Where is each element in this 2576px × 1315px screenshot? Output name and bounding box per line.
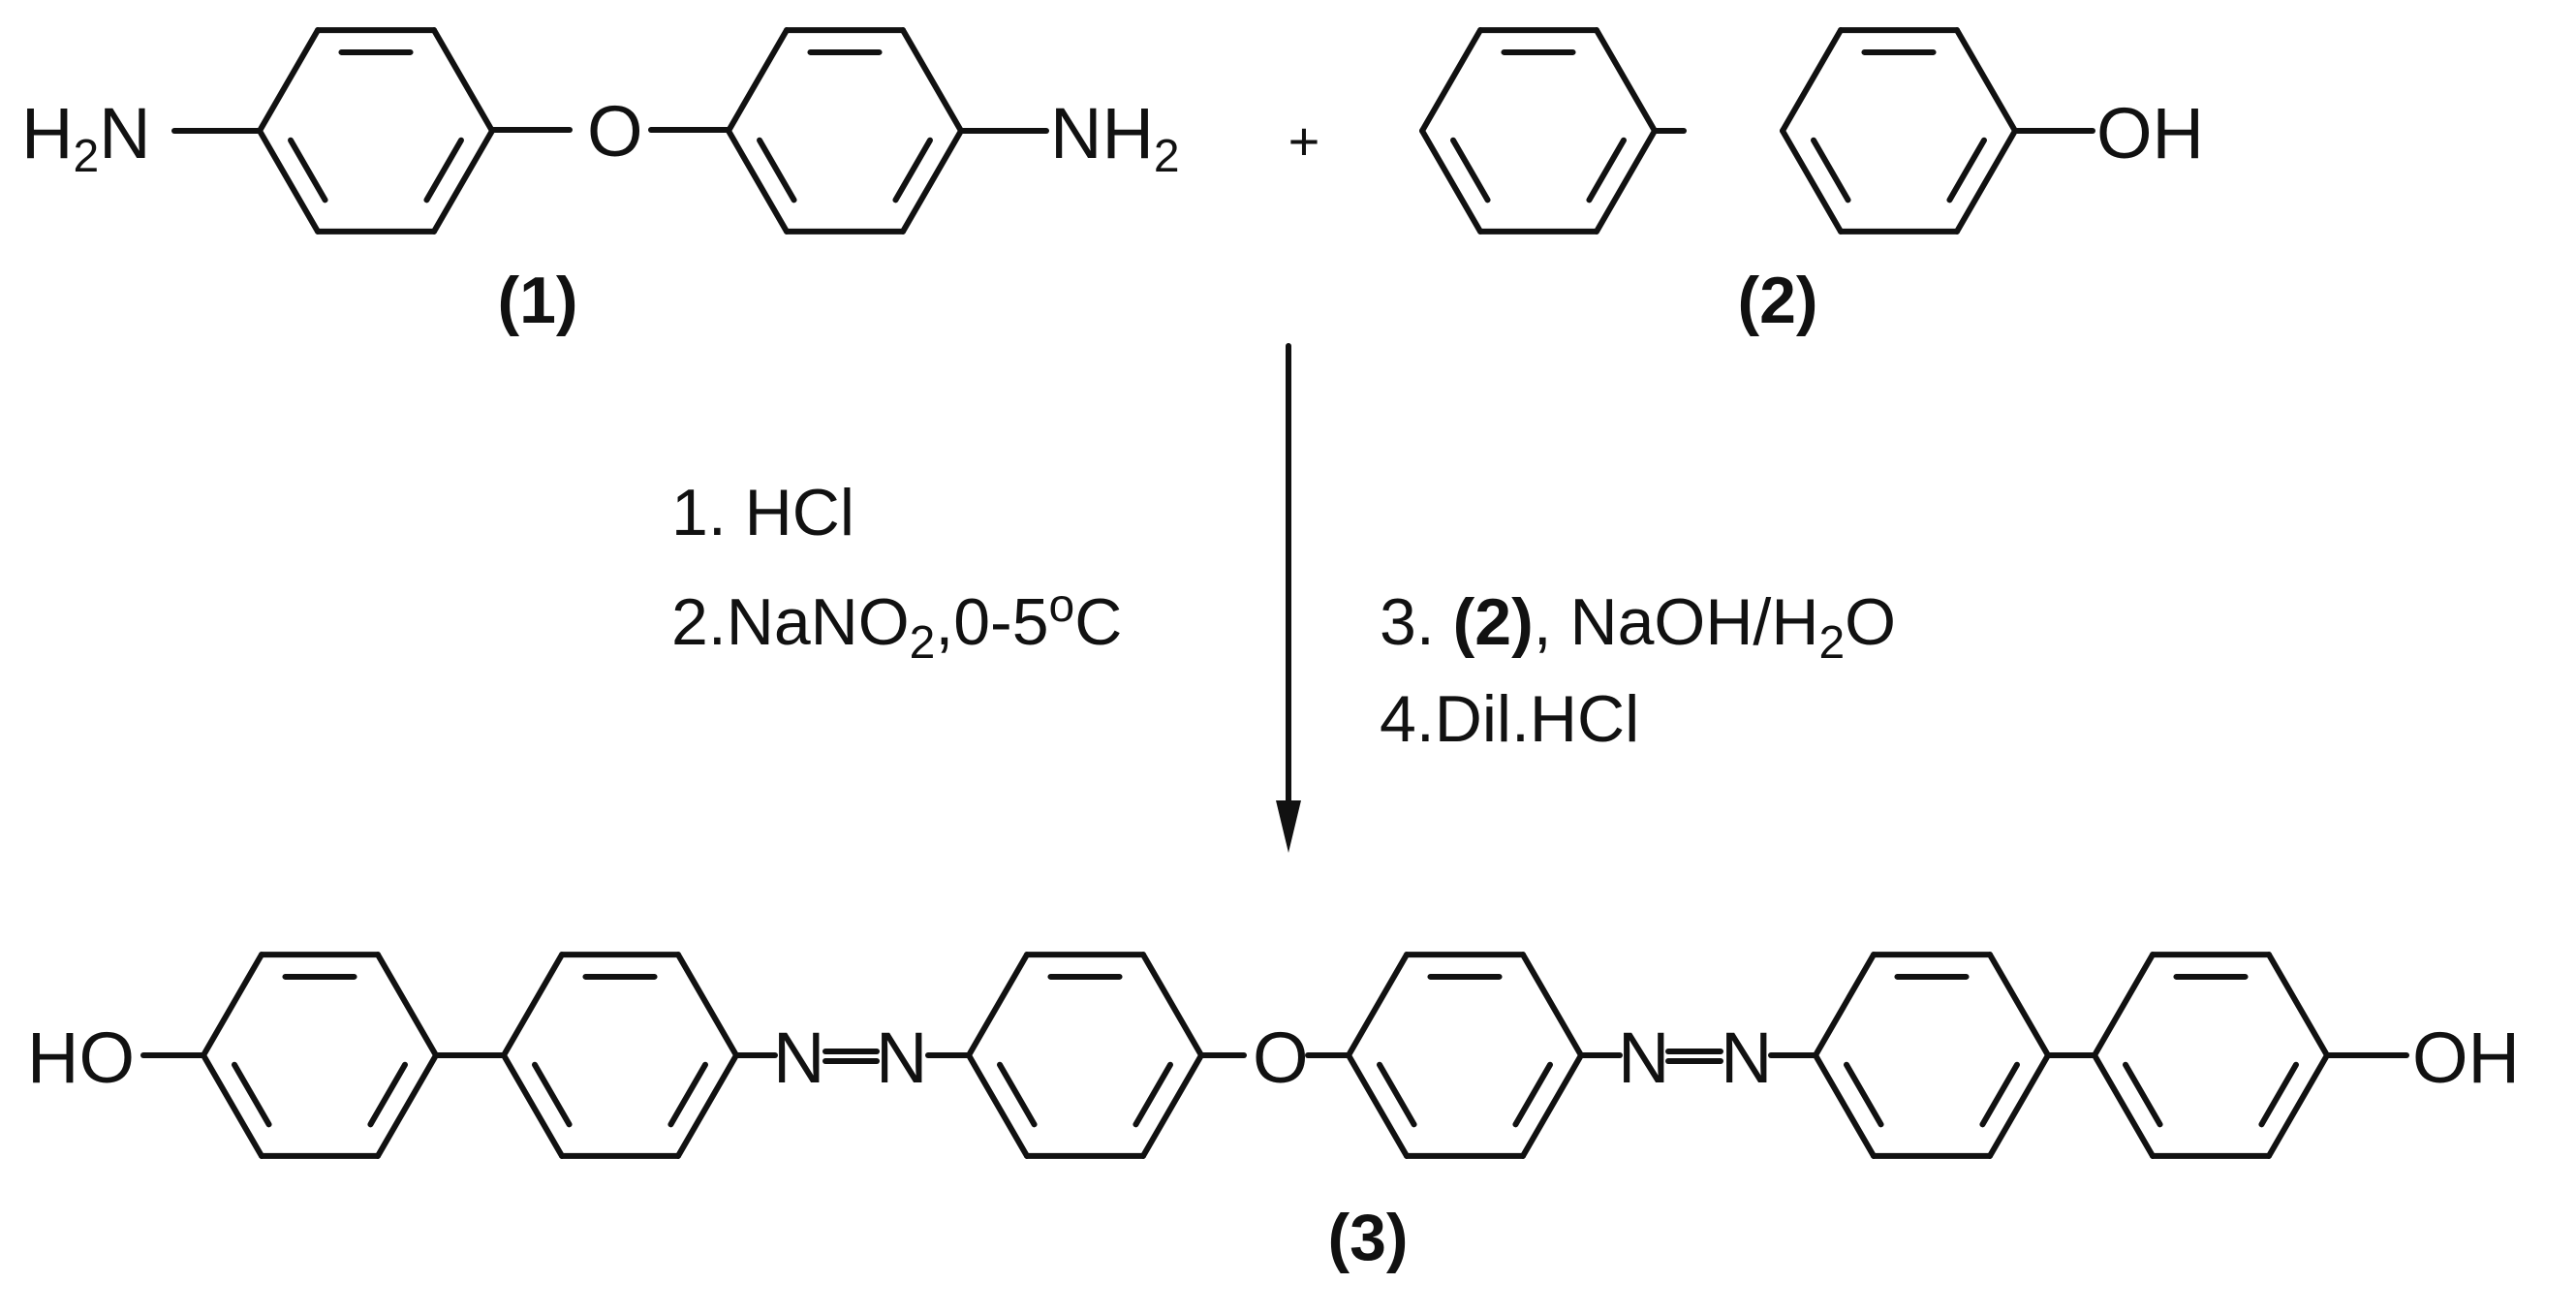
plus-sign: + xyxy=(1288,110,1320,172)
condition-step-2: 2.NaNO2,0-5oC xyxy=(671,580,1122,669)
product-ring-2 xyxy=(501,952,739,1159)
ring-double-bond xyxy=(532,1061,573,1128)
ring-double-bond xyxy=(2123,1061,2163,1128)
reactant-1-ring-right xyxy=(726,27,964,235)
ring-bond xyxy=(257,128,321,235)
ring-bond xyxy=(1346,952,1410,1058)
product-azo-right-n1: N xyxy=(1618,1018,1669,1098)
reactant-2-hydroxyl: OH xyxy=(2096,93,2204,173)
condition-step-4: 4.Dil.HCl xyxy=(1380,682,1639,756)
ring-double-bond xyxy=(367,1061,408,1128)
reactant-1-ring-left xyxy=(257,27,495,235)
product-hydroxyl-left: HO xyxy=(27,1018,135,1098)
product-hydroxyl-right: OH xyxy=(2412,1018,2520,1098)
ring-double-bond xyxy=(232,1061,272,1128)
ring-bond xyxy=(675,1052,739,1159)
ring-bond xyxy=(2266,952,2330,1058)
ring-bond xyxy=(431,128,495,235)
ring-bond xyxy=(501,1052,565,1159)
ring-bond xyxy=(1594,128,1658,235)
ring-bond xyxy=(726,128,790,235)
ring-double-bond xyxy=(423,137,464,204)
ring-double-bond xyxy=(1450,137,1491,204)
ring-double-bond xyxy=(757,137,797,204)
ring-bond xyxy=(2266,1052,2330,1159)
product-bonds xyxy=(140,1049,2409,1064)
ring-double-bond xyxy=(1586,137,1627,204)
ring-double-bond xyxy=(1377,1061,1417,1128)
ring-bond xyxy=(2092,1052,2156,1159)
ring-double-bond xyxy=(288,137,328,204)
ring-double-bond xyxy=(1811,137,1851,204)
product-ring-3 xyxy=(966,952,1204,1159)
reactant-1-amine-right: NH2 xyxy=(1050,93,1180,182)
ring-bond xyxy=(1520,1052,1584,1159)
ring-double-bond xyxy=(667,1061,708,1128)
ring-bond xyxy=(1780,27,1844,134)
reactant-1-label: (1) xyxy=(497,264,577,337)
ring-bond xyxy=(201,952,264,1058)
ring-bond xyxy=(1419,27,1483,134)
ring-double-bond xyxy=(1946,137,1987,204)
ring-bond xyxy=(1346,1052,1410,1159)
ring-double-bond xyxy=(1512,1061,1553,1128)
ring-bond xyxy=(1813,1052,1877,1159)
ring-bond xyxy=(966,952,1030,1058)
product-ring-1 xyxy=(201,952,439,1159)
ring-bond xyxy=(1419,128,1483,235)
reactant-1-amine-left: H2N xyxy=(21,93,151,182)
condition-step-1: 1. HCl xyxy=(671,476,854,549)
reactant-2-structure: OH (2) xyxy=(1419,27,2204,337)
conditions-left: 1. HCl 2.NaNO2,0-5oC xyxy=(671,476,1122,669)
product-ring-5 xyxy=(1813,952,2051,1159)
ring-bond xyxy=(1594,27,1658,134)
ring-double-bond xyxy=(892,137,933,204)
ring-bond xyxy=(1520,952,1584,1058)
ring-double-bond xyxy=(997,1061,1038,1128)
ring-bond xyxy=(2092,952,2156,1058)
product-azo-right-n2: N xyxy=(1721,1018,1772,1098)
product-ether-oxygen: O xyxy=(1253,1018,1309,1098)
product-ring-4 xyxy=(1346,952,1584,1159)
ring-bond xyxy=(900,128,964,235)
reactant-2-ring-phenol xyxy=(1780,27,2018,235)
ring-bond xyxy=(726,27,790,134)
ring-bond xyxy=(1954,128,2018,235)
product-label: (3) xyxy=(1327,1201,1408,1274)
ring-bond xyxy=(675,952,739,1058)
product-3-structure: HO N N O N N OH (3) xyxy=(27,952,2520,1274)
ring-bond xyxy=(1813,952,1877,1058)
conditions-right: 3. (2), NaOH/H2O 4.Dil.HCl xyxy=(1380,585,1896,756)
ring-bond xyxy=(375,1052,439,1159)
ring-bond xyxy=(257,27,321,134)
reactant-1-ether-oxygen: O xyxy=(587,91,643,172)
ring-double-bond xyxy=(1844,1061,1884,1128)
ring-double-bond xyxy=(1133,1061,1173,1128)
ring-bond xyxy=(1140,1052,1204,1159)
reactant-1-structure: H2N O NH2 (1) xyxy=(21,27,1180,337)
ring-bond xyxy=(966,1052,1030,1159)
product-azo-left-n1: N xyxy=(773,1018,824,1098)
ring-bond xyxy=(1780,128,1844,235)
ring-double-bond xyxy=(1979,1061,2020,1128)
ring-bond xyxy=(501,952,565,1058)
ring-bond xyxy=(1987,952,2051,1058)
product-azo-left-n2: N xyxy=(876,1018,927,1098)
ring-bond xyxy=(431,27,495,134)
product-ring-6 xyxy=(2092,952,2330,1159)
ring-bond xyxy=(375,952,439,1058)
reaction-arrow xyxy=(1276,343,1301,853)
ring-bond xyxy=(1140,952,1204,1058)
ring-bond xyxy=(1954,27,2018,134)
reactant-1-bonds xyxy=(171,127,1049,134)
ring-bond xyxy=(900,27,964,134)
reactant-2-ring-phenyl xyxy=(1419,27,1658,235)
ring-double-bond xyxy=(2258,1061,2299,1128)
reactant-2-label: (2) xyxy=(1737,264,1817,337)
ring-bond xyxy=(201,1052,264,1159)
condition-step-3: 3. (2), NaOH/H2O xyxy=(1380,585,1896,669)
ring-bond xyxy=(1987,1052,2051,1159)
